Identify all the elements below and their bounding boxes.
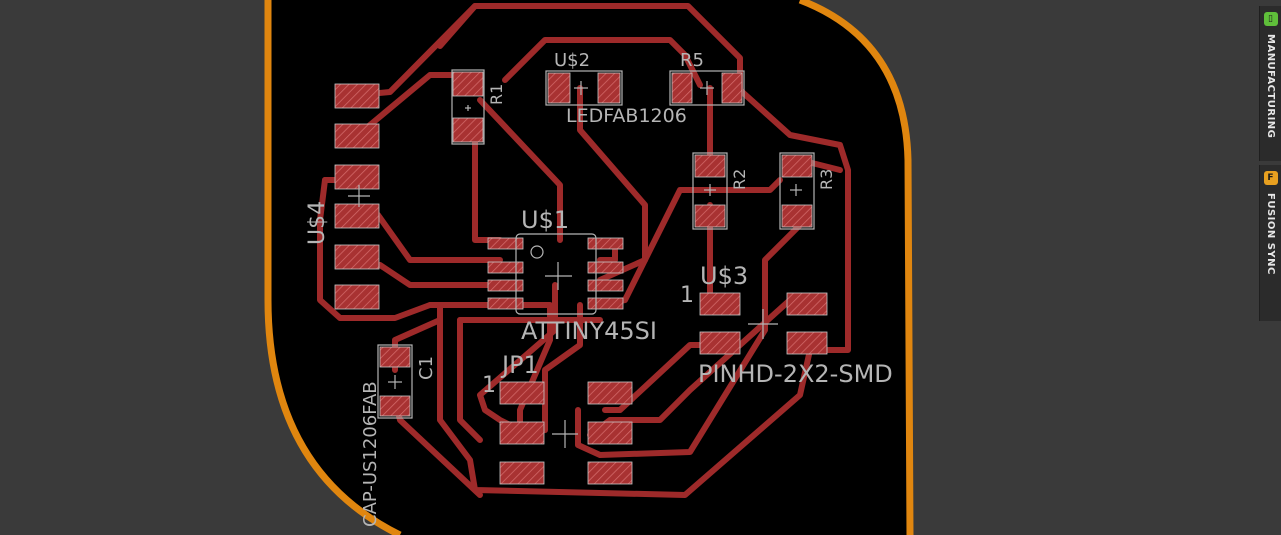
label-r3: R3: [817, 169, 836, 190]
label-u1: U$1: [521, 206, 569, 234]
label-r2: R2: [730, 169, 749, 190]
label-attiny: ATTINY45SI: [521, 317, 657, 345]
label-u3: U$3: [700, 262, 748, 290]
label-ledfab: LEDFAB1206: [566, 105, 687, 127]
label-pinhd: PINHD-2X2-SMD: [698, 360, 893, 388]
label-jp1-pin1: 1: [482, 373, 496, 398]
manufacturing-tab[interactable]: ▯ MANUFACTURING: [1259, 6, 1281, 161]
label-r5: R5: [680, 50, 704, 71]
fusion-sync-tab[interactable]: F FUSION SYNC: [1259, 165, 1281, 321]
label-u2: U$2: [554, 50, 590, 71]
silkscreen: [348, 69, 815, 448]
label-c1: C1: [416, 356, 437, 380]
manufacturing-icon: ▯: [1263, 12, 1278, 26]
label-r1: R1: [487, 84, 506, 105]
label-u3-pin1: 1: [680, 283, 694, 308]
label-capus: CAP-US1206FAB: [360, 381, 381, 527]
fusion-sync-tab-label: FUSION SYNC: [1265, 193, 1276, 275]
board-outline: [264, 0, 914, 535]
fusion-sync-icon: F: [1263, 171, 1278, 185]
label-u4: U$4: [305, 201, 330, 245]
manufacturing-tab-label: MANUFACTURING: [1265, 34, 1276, 139]
label-jp1: JP1: [500, 351, 539, 379]
pads: [334, 71, 828, 485]
